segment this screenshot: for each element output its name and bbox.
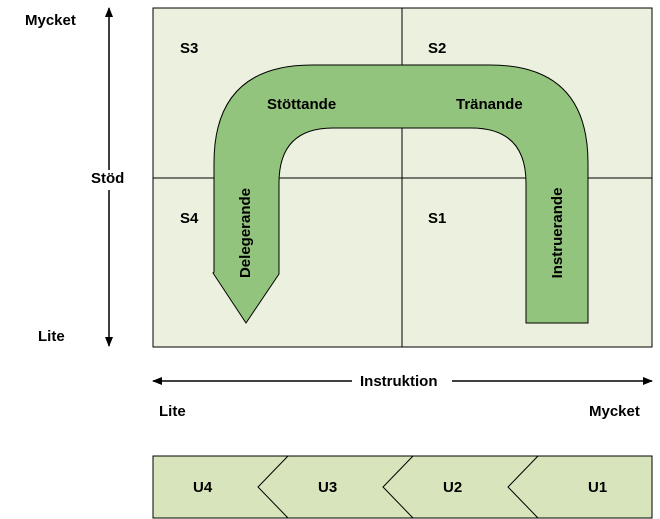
style-label-delegerande: Delegerande <box>237 187 254 279</box>
x-axis-title: Instruktion <box>360 373 438 390</box>
development-label-u4: U4 <box>193 479 213 496</box>
style-label-instruerande: Instruerande <box>549 187 566 279</box>
x-axis-low-label: Lite <box>159 403 186 420</box>
quadrant-label-s4: S4 <box>180 210 199 227</box>
development-label-u2: U2 <box>443 479 463 496</box>
leadership-curve-arrow <box>212 64 589 324</box>
development-label-u1: U1 <box>588 479 608 496</box>
quadrant-label-s3: S3 <box>180 40 199 57</box>
y-axis-title: Stöd <box>91 170 125 187</box>
development-chevron-1 <box>507 455 539 519</box>
style-label-stottande: Stöttande <box>267 96 337 113</box>
y-axis-low-label: Lite <box>38 328 65 345</box>
development-chevron-3 <box>257 455 289 519</box>
development-chevron-2 <box>382 455 414 519</box>
y-axis-high-label: Mycket <box>25 12 76 29</box>
quadrant-label-s1: S1 <box>428 210 447 227</box>
quadrant-label-s2: S2 <box>428 40 447 57</box>
development-bar <box>152 455 653 519</box>
x-axis-high-label: Mycket <box>589 403 640 420</box>
style-label-tranande: Tränande <box>456 96 523 113</box>
development-label-u3: U3 <box>318 479 338 496</box>
